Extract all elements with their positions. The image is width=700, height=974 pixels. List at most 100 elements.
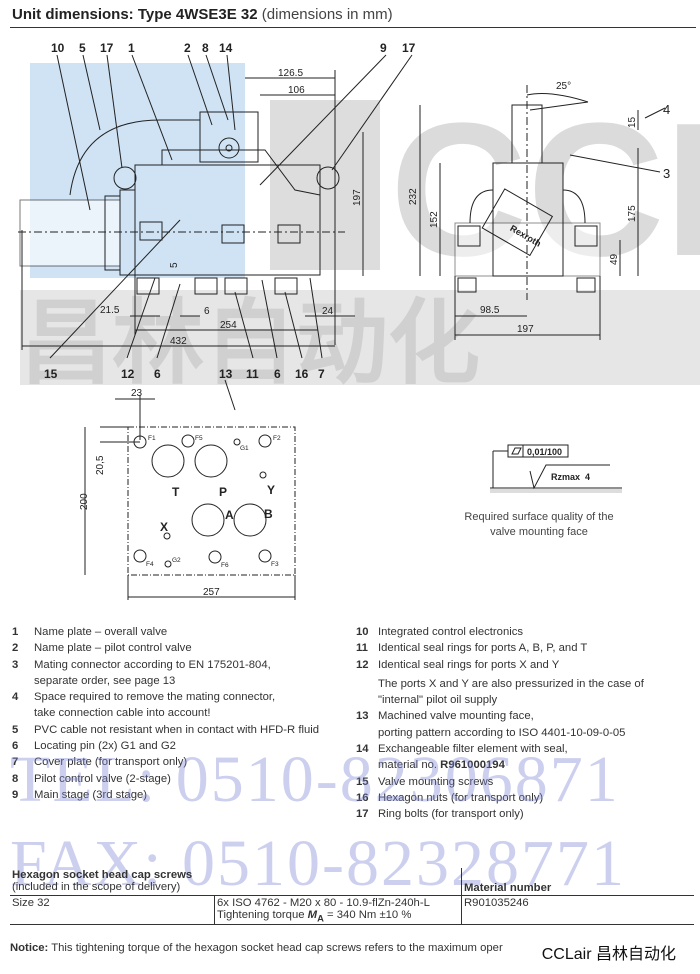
title-main: Unit dimensions: Type 4WSE3E 32 — [12, 6, 258, 23]
end-view — [419, 85, 666, 340]
callout-3: 3 — [663, 166, 670, 181]
legend-text: Exchangeable filter element with seal, m… — [378, 743, 568, 772]
hole-F3: F3 — [271, 561, 279, 568]
dimension-drawing: CCLair 昌林自动化 10 5 17 1 2 8 14 — [18, 41, 700, 600]
legend-item: 14 Exchangeable filter element with seal,… — [356, 741, 696, 774]
legend-item: The ports X and Y are also pressurized i… — [356, 676, 696, 709]
dim-200: 200 — [79, 493, 90, 510]
callout: 15 — [44, 367, 58, 381]
footer-logo: CCLair 昌林自动化 — [539, 940, 678, 964]
legend-num: 16 — [356, 791, 369, 804]
legend-text: Identical seal rings for ports X and Y — [378, 658, 560, 671]
legend-text: Name plate – pilot control valve — [34, 642, 192, 655]
legend-num: 10 — [356, 626, 369, 638]
legend-num — [356, 676, 378, 709]
row-material-number: R901035246 — [461, 895, 694, 925]
dim-49: 49 — [609, 253, 620, 265]
notice: Notice: This tightening torque of the he… — [10, 942, 503, 954]
callout: 14 — [219, 41, 233, 55]
legend-num: 8 — [12, 772, 19, 785]
col-material-number: Material number — [461, 868, 694, 896]
side-view-callouts-top: 10 5 17 1 2 8 14 9 17 — [51, 41, 416, 55]
torque-label: Tightening torque — [217, 909, 308, 921]
dim-232: 232 — [408, 188, 419, 205]
legend-text: Name plate – overall valve — [34, 626, 168, 638]
torque-symbol: M — [307, 909, 318, 921]
callout: 16 — [295, 367, 309, 381]
hole-F4: F4 — [146, 561, 154, 568]
hole-G1: G1 — [240, 445, 249, 452]
dim-106: 106 — [288, 85, 305, 96]
dim-197-end: 197 — [517, 324, 534, 335]
notice-label: Notice: — [10, 942, 49, 954]
legend-num: 13 — [356, 710, 369, 723]
port-pattern — [84, 395, 296, 600]
callout: 8 — [202, 41, 209, 55]
legend-num: 6 — [12, 740, 19, 753]
dim-20-5: 20,5 — [95, 455, 106, 475]
callout: 10 — [51, 41, 65, 55]
port-pattern-labels: 23 20,5 200 257 T P Y X A B F1 F5 G1 F2 … — [79, 388, 281, 598]
row-spec: 6x ISO 4762 - M20 x 80 - 10.9-flZn-240h-… — [217, 897, 430, 909]
legend-num: 7 — [12, 756, 19, 769]
legend-num: 5 — [12, 723, 19, 736]
surface-caption-2: valve mounting face — [490, 526, 588, 538]
callout: 7 — [318, 367, 325, 381]
watermark-cn: 昌林自动化 — [20, 293, 480, 395]
legend-item: 13 Machined valve mounting face, porting … — [356, 708, 696, 741]
title-subtitle: (dimensions in mm) — [261, 6, 393, 23]
dim-432: 432 — [170, 336, 187, 347]
callout: 11 — [246, 367, 259, 381]
callout: 2 — [184, 41, 191, 55]
hole-G2: G2 — [172, 557, 181, 564]
dim-257: 257 — [203, 587, 220, 598]
legend-text: Integrated control electronics — [378, 626, 524, 638]
dim-21-5: 21.5 — [100, 305, 120, 316]
dim-126-5: 126.5 — [278, 68, 303, 79]
legend-num: 2 — [12, 642, 19, 655]
page-title: Unit dimensions: Type 4WSE3E 32 (dimensi… — [12, 6, 393, 23]
callout: 5 — [79, 41, 86, 55]
torque-subscript: A — [317, 912, 324, 924]
port-T: T — [172, 485, 180, 499]
surface-quality-labels: 0,01/100 Rzmax 4 Required surface qualit… — [464, 447, 613, 538]
legend-num: 4 — [12, 691, 19, 704]
dim-15: 15 — [627, 116, 638, 128]
surface-quality-symbol — [490, 444, 622, 493]
callout-4: 4 — [663, 102, 670, 117]
legend-item: 16 Hexagon nuts (for transport only) — [356, 790, 696, 806]
port-P: P — [219, 485, 227, 499]
row-torque: Tightening torque MA = 340 Nm ±10 % — [217, 909, 459, 923]
row-size: Size 32 — [10, 895, 215, 925]
screws-table: Hexagon socket head cap screws(included … — [10, 868, 694, 925]
callout: 13 — [219, 367, 233, 381]
dim-175: 175 — [627, 205, 638, 222]
surface-caption-1: Required surface quality of the — [464, 511, 613, 523]
legend-num: 1 — [12, 626, 19, 638]
legend-item: 1 Name plate – overall valve — [12, 624, 352, 640]
legend-item: 2 Name plate – pilot control valve — [12, 640, 352, 656]
side-view-dimensions: 126.5 106 197 21.5 5 6 254 432 24 — [100, 68, 363, 347]
callout: 1 — [128, 41, 135, 55]
dim-152: 152 — [429, 211, 440, 228]
legend-text: Hexagon nuts (for transport only) — [378, 791, 544, 804]
filter-material-number: R961000194 — [440, 759, 505, 772]
legend-left: 1 Name plate – overall valve 2 Name plate … — [12, 624, 352, 803]
dim-5: 5 — [169, 262, 180, 268]
legend-text: Machined valve mounting face, porting pa… — [378, 710, 626, 739]
legend-num: 14 — [356, 743, 369, 756]
callout: 17 — [402, 41, 416, 55]
callout: 12 — [121, 367, 135, 381]
roughness-value: Rzmax 4 — [551, 472, 590, 482]
title-rule — [10, 27, 696, 28]
legend-num: 17 — [356, 808, 369, 821]
legend-item: 10 Integrated control electronics — [356, 624, 696, 640]
hole-F2: F2 — [273, 435, 281, 442]
callout: 17 — [100, 41, 114, 55]
